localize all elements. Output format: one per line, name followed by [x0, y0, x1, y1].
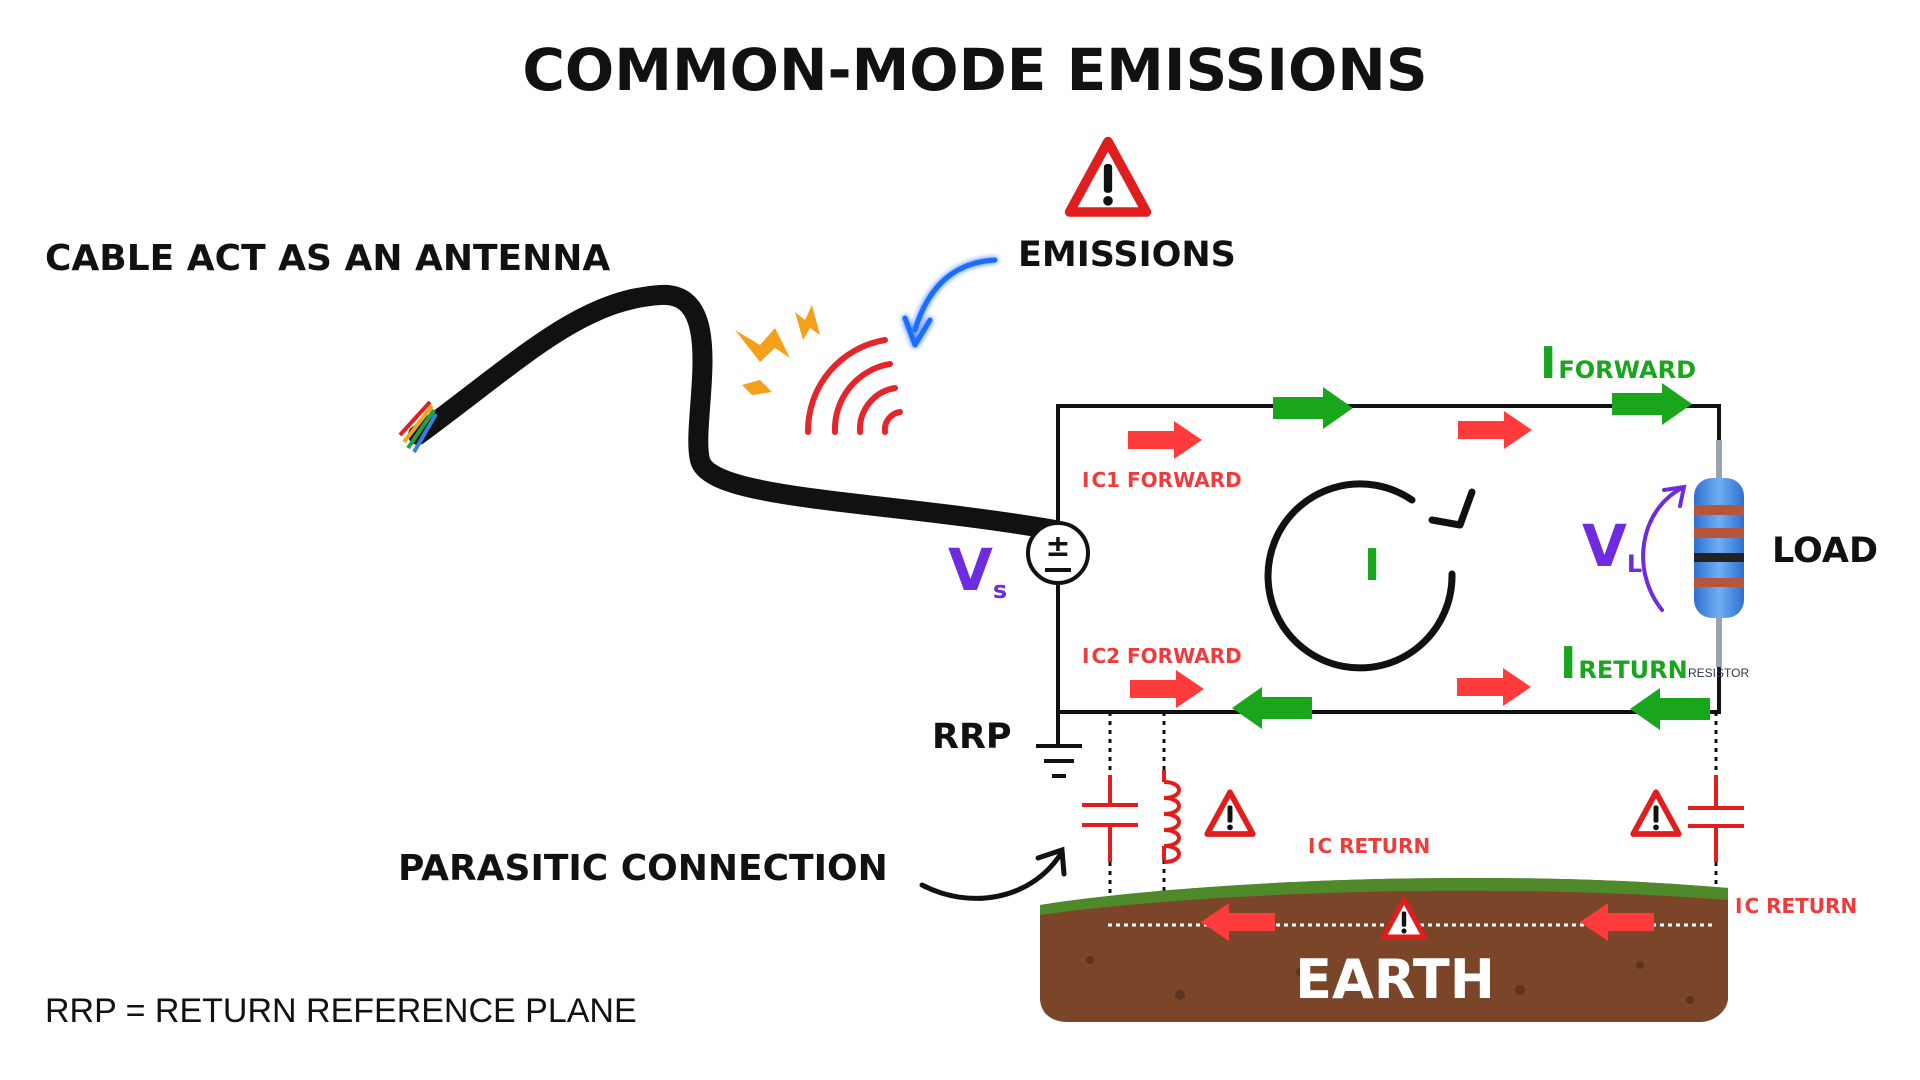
- vl-arrow: [1641, 484, 1687, 612]
- emission-waves-icon: [804, 337, 903, 435]
- inductor-icon: [1162, 770, 1181, 864]
- red-arrow-bottom-2: [1457, 668, 1531, 706]
- curved-arrow-icon: [902, 257, 998, 348]
- resistor-caption: RESISTOR: [1688, 666, 1749, 680]
- green-arrow-top-1: [1273, 387, 1353, 429]
- i-forward-label: IFORWARD: [1540, 338, 1696, 389]
- rrp-label: RRP: [932, 717, 1012, 757]
- vl-label: VL: [1582, 512, 1642, 580]
- vs-label: Vs: [948, 536, 1007, 604]
- green-arrow-bottom-2: [1630, 688, 1710, 730]
- green-arrow-bottom-1: [1232, 687, 1312, 729]
- red-arrow-bottom-1: [1130, 670, 1204, 708]
- circular-arrow-icon: [1264, 480, 1476, 672]
- i-return-label: IRETURN: [1560, 638, 1688, 689]
- resistor-icon: [1694, 440, 1744, 667]
- load-label: LOAD: [1772, 531, 1878, 571]
- warning-icon: [1207, 792, 1253, 834]
- parasitic-arrow: [919, 846, 1067, 901]
- emissions-label: EMISSIONS: [1018, 235, 1236, 275]
- capacitor-icon: [1082, 775, 1138, 862]
- cable: [398, 284, 1065, 540]
- ground-icon: [1036, 712, 1082, 778]
- warning-icon: [1070, 142, 1147, 212]
- earth-label: EARTH: [1295, 948, 1495, 1011]
- capacitor-icon-right: [1688, 775, 1744, 862]
- spark-icon: [735, 305, 820, 395]
- cable-antenna-label: CABLE ACT AS AN ANTENNA: [45, 238, 610, 279]
- voltage-source-icon: ±: [1026, 521, 1090, 585]
- green-arrow-top-2: [1612, 383, 1692, 425]
- parasitic-connection-label: PARASITIC CONNECTION: [398, 848, 888, 889]
- red-arrow-top-2: [1458, 411, 1532, 449]
- warning-icon: [1633, 792, 1679, 834]
- red-arrow-top-1: [1128, 421, 1202, 459]
- rrp-legend: RRP = RETURN REFERENCE PLANE: [45, 992, 637, 1030]
- page-title: COMMON-MODE EMISSIONS: [522, 36, 1427, 104]
- svg-text:±: ±: [1045, 529, 1070, 564]
- loop-current-label: I: [1364, 540, 1380, 591]
- earth: [1040, 877, 1728, 1022]
